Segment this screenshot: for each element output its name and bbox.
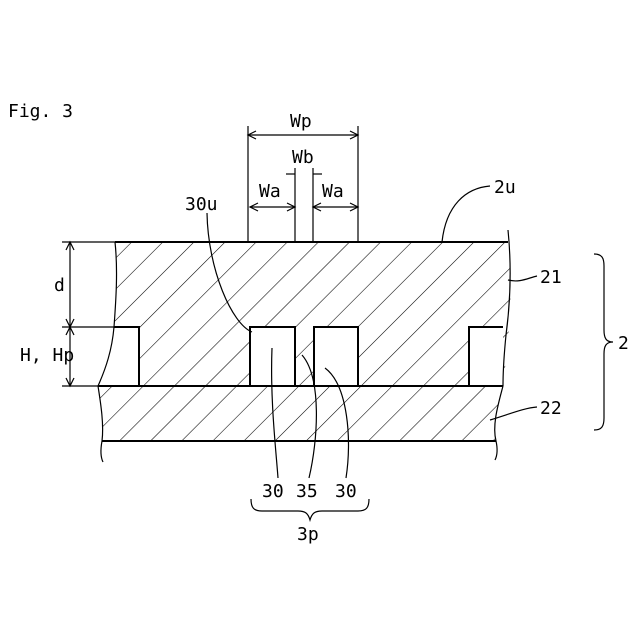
- dimension-d: d: [54, 242, 74, 327]
- dimension-wp: Wp: [248, 111, 358, 139]
- ref-30u: 30u: [185, 194, 218, 215]
- upper-layer-21: [114, 242, 511, 386]
- dimension-wa-right: Wa: [313, 181, 358, 211]
- dimension-h-hp: H, Hp: [20, 327, 74, 386]
- ref-2: 2: [618, 333, 629, 354]
- figure-label: Fig. 3: [8, 101, 73, 122]
- h-hp-label: H, Hp: [20, 345, 74, 366]
- ref-30-right: 30: [335, 481, 357, 502]
- ref-35: 35: [296, 481, 318, 502]
- ref-30-left: 30: [262, 481, 284, 502]
- d-label: d: [54, 275, 65, 296]
- wb-label: Wb: [292, 147, 314, 168]
- left-break-upper: [98, 242, 117, 386]
- wa-left-label: Wa: [259, 181, 281, 202]
- brace-3p: [251, 499, 369, 520]
- leader-21: [508, 276, 537, 281]
- dimension-wb: Wb: [286, 147, 322, 174]
- ref-2u: 2u: [494, 177, 516, 198]
- wa-right-label: Wa: [322, 181, 344, 202]
- ref-22: 22: [540, 398, 562, 419]
- brace-2: [594, 254, 613, 430]
- lower-layer-22: [98, 386, 503, 441]
- ref-21: 21: [540, 267, 562, 288]
- protrusion-30-right: [314, 327, 358, 386]
- protrusion-30-left: [250, 327, 295, 386]
- leader-2u: [442, 186, 490, 242]
- protrusion-right-edge: [469, 327, 503, 386]
- wp-label: Wp: [290, 111, 312, 132]
- dimension-wa-left: Wa: [250, 181, 295, 211]
- protrusion-left-edge: [114, 327, 139, 386]
- ref-3p: 3p: [297, 524, 319, 545]
